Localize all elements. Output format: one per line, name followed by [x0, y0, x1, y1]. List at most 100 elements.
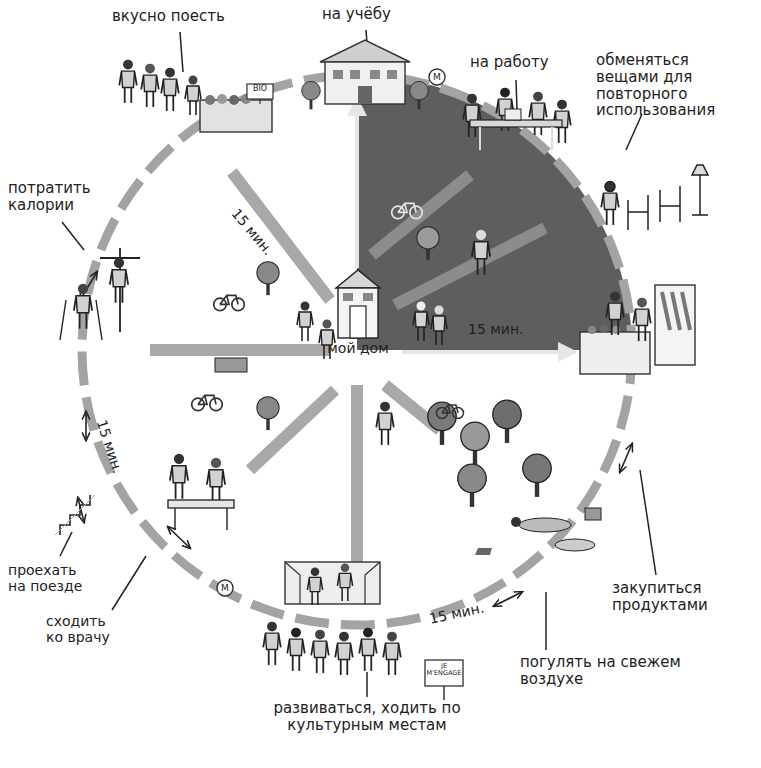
- culture-scene-part: [311, 630, 329, 673]
- callout-text: сходить ко врачу: [46, 614, 126, 645]
- market-scene-part: [141, 64, 159, 107]
- street-life-part: [417, 227, 439, 260]
- street-life-part: [437, 405, 464, 419]
- grocery-scene: [580, 285, 695, 374]
- school-building-part: [320, 40, 410, 62]
- street-life-part: [376, 402, 394, 445]
- street-life-part: [472, 230, 490, 275]
- sign-text: JE M'ENGAGE: [425, 663, 463, 678]
- school-building-part: [302, 81, 321, 109]
- market-scene-part: [185, 76, 201, 116]
- street-life: [192, 203, 490, 445]
- park-scene-part: [461, 422, 489, 465]
- ring-double-arrow-part: [78, 498, 84, 522]
- leader-line-part: [180, 32, 183, 72]
- leader-line-part: [62, 222, 84, 250]
- sport-scene-part: [60, 300, 102, 340]
- street-life-part: [392, 203, 423, 218]
- metro-letter: M: [430, 70, 444, 84]
- park-scene-part: [511, 517, 521, 527]
- grocery-scene-part: [633, 298, 651, 341]
- culture-scene-part: [285, 562, 380, 604]
- park-scene-part: [523, 454, 551, 497]
- leader-line-part: [60, 532, 72, 556]
- route-arrow-part: [355, 100, 359, 268]
- culture-scene-part: [307, 567, 322, 605]
- callout-text: на учёбу: [322, 6, 422, 23]
- street-in-quadrant: [372, 175, 545, 305]
- reuse-scene-part: [628, 195, 648, 230]
- grocery-scene-part: [588, 326, 596, 334]
- work-scene-part: [505, 109, 521, 120]
- house-window: [343, 293, 353, 301]
- street-life-part: [257, 397, 279, 430]
- culture-scene-part: [359, 628, 377, 671]
- grocery-scene-part: [655, 285, 695, 365]
- street-life-part: [214, 295, 245, 310]
- callout-text: закупиться продуктами: [612, 580, 722, 614]
- school-building-part: [370, 70, 380, 79]
- culture-scene-part: [337, 563, 352, 601]
- work-scene-part: [470, 120, 562, 127]
- leader-line-part: [112, 556, 146, 610]
- park-scene: [428, 400, 601, 555]
- sport-scene: [60, 248, 140, 340]
- street-life-part: [413, 302, 429, 342]
- grocery-scene-part: [600, 325, 608, 333]
- work-scene-part: [480, 127, 552, 150]
- school-building-part: [358, 86, 372, 104]
- reuse-scene-part: [601, 182, 619, 225]
- market-scene-part: [205, 95, 215, 105]
- street-life-part: [257, 262, 279, 295]
- street-life-part: [431, 306, 447, 346]
- ring-double-arrow-part: [620, 444, 632, 472]
- market-scene-part: [119, 60, 137, 103]
- school-building-part: [333, 70, 343, 79]
- leader-line-part: [516, 80, 517, 110]
- dashed-ring-part: [82, 75, 632, 625]
- ring-double-arrow-part: [85, 412, 87, 440]
- park-scene-part: [555, 539, 595, 551]
- doctor-scene-part: [207, 458, 225, 503]
- park-scene-part: [428, 402, 456, 445]
- leader-line: [60, 30, 656, 697]
- ring-double-arrow-part: [494, 592, 522, 606]
- reuse-scene: [601, 165, 708, 230]
- street-life-part: [215, 358, 247, 372]
- culture-scene-part: [263, 622, 281, 665]
- ring-double-arrow: [78, 272, 632, 606]
- culture-scene-part: [285, 562, 380, 604]
- market-scene-part: [259, 99, 260, 104]
- home-node: мой дом: [318, 266, 398, 356]
- callout-text: развиваться, ходить по культурным местам: [272, 700, 462, 734]
- street-life-part: [297, 302, 313, 342]
- callout-text: проехать на поезде: [8, 563, 94, 594]
- market-scene-part: [229, 95, 239, 105]
- school-building-part: [350, 70, 360, 79]
- culture-scene-part: [383, 632, 401, 675]
- dashed-ring: [82, 75, 632, 625]
- metro-letter: M: [218, 581, 232, 595]
- market-scene-part: [247, 84, 273, 99]
- callout-text: обменяться вещами для повторного использ…: [596, 52, 748, 119]
- work-scene: [463, 88, 571, 150]
- street-part: [250, 390, 335, 470]
- leader-line-part: [366, 672, 368, 697]
- park-scene-part: [493, 400, 521, 443]
- doctor-scene-part: [170, 454, 188, 499]
- house-door: [350, 306, 366, 338]
- time-label: 15 мин.: [428, 597, 500, 627]
- route-arrow-part: [402, 350, 574, 354]
- house-wall: [338, 288, 378, 338]
- culture-scene-part: [335, 632, 353, 675]
- house-outline: [318, 266, 398, 340]
- sport-scene-part: [100, 248, 140, 332]
- school-building-part: [410, 81, 429, 109]
- sign-text: BIO: [247, 85, 273, 94]
- work-scene-part: [463, 94, 481, 137]
- sport-scene-part: [74, 284, 92, 329]
- culture-scene-part: [425, 660, 463, 686]
- leader-line-part: [545, 592, 547, 650]
- culture-scene: [263, 562, 463, 700]
- reuse-scene-part: [692, 175, 708, 215]
